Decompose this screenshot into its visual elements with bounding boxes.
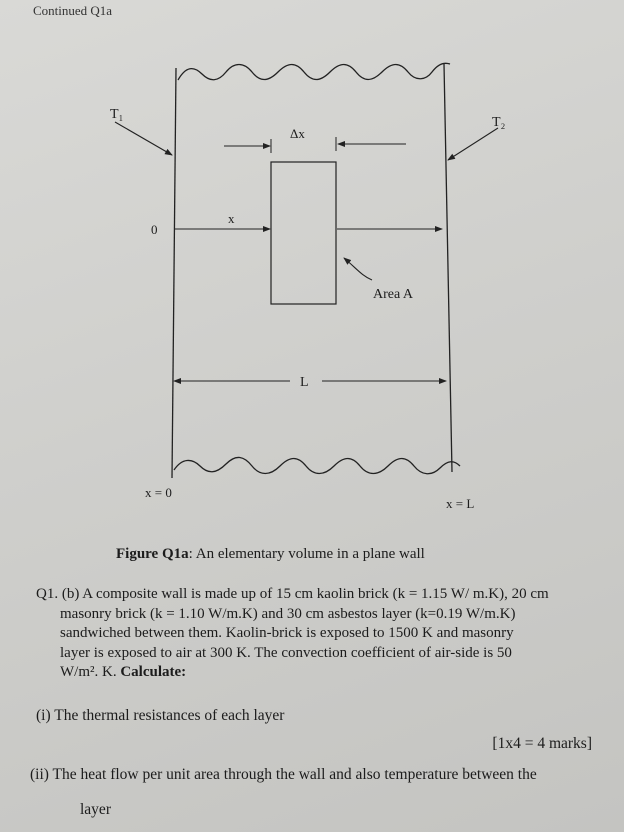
x-label: x bbox=[228, 211, 235, 226]
question-line-5: W/m². K. Calculate: bbox=[36, 663, 602, 683]
origin-label: 0 bbox=[151, 222, 158, 237]
marks-label: [1x4 = 4 marks] bbox=[492, 735, 592, 752]
x-equals-zero-label: x = 0 bbox=[145, 485, 172, 500]
t1-arrow bbox=[114, 121, 173, 156]
area-a-leader bbox=[343, 257, 373, 281]
question-line-5-text: W/m². K. bbox=[60, 664, 117, 680]
plane-wall-diagram: T₁ T₂ Δx 0 x Area A L x = 0 x = L bbox=[110, 62, 506, 511]
elementary-volume bbox=[270, 161, 337, 305]
part-i: (i) The thermal resistances of each laye… bbox=[36, 707, 285, 724]
figure-caption-text: : An elementary volume in a plane wall bbox=[188, 546, 425, 562]
area-a-label: Area A bbox=[373, 287, 414, 302]
l-label: L bbox=[300, 375, 309, 390]
question-line-4: layer is exposed to air at 300 K. The co… bbox=[60, 644, 512, 661]
question-1b: Q1. (b) A composite wall is made up of 1… bbox=[36, 585, 602, 683]
calculate-label: Calculate: bbox=[120, 664, 187, 680]
part-ii-line-1: (ii) The heat flow per unit area through… bbox=[30, 766, 537, 783]
figure-caption-label: Figure Q1a bbox=[116, 546, 189, 562]
top-wavy-boundary bbox=[177, 62, 451, 81]
figure-caption: Figure Q1a: An elementary volume in a pl… bbox=[116, 546, 425, 563]
part-ii-line-2: layer bbox=[80, 801, 111, 818]
left-wall-face bbox=[171, 67, 177, 479]
continued-header: Continued Q1a bbox=[33, 3, 113, 18]
right-wall-face bbox=[443, 63, 453, 473]
question-line-3: sandwiched between them. Kaolin-brick is… bbox=[60, 625, 514, 641]
x-equals-l-label: x = L bbox=[446, 496, 474, 511]
delta-x-label: Δx bbox=[290, 126, 305, 141]
t2-arrow bbox=[447, 127, 499, 161]
t1-label: T₁ bbox=[110, 107, 123, 122]
t2-label: T₂ bbox=[492, 115, 506, 130]
question-line-1: Q1. (b) A composite wall is made up of 1… bbox=[36, 586, 549, 602]
question-line-2: masonry brick (k = 1.10 W/m.K) and 30 cm… bbox=[60, 605, 516, 622]
bottom-wavy-boundary bbox=[173, 456, 461, 475]
